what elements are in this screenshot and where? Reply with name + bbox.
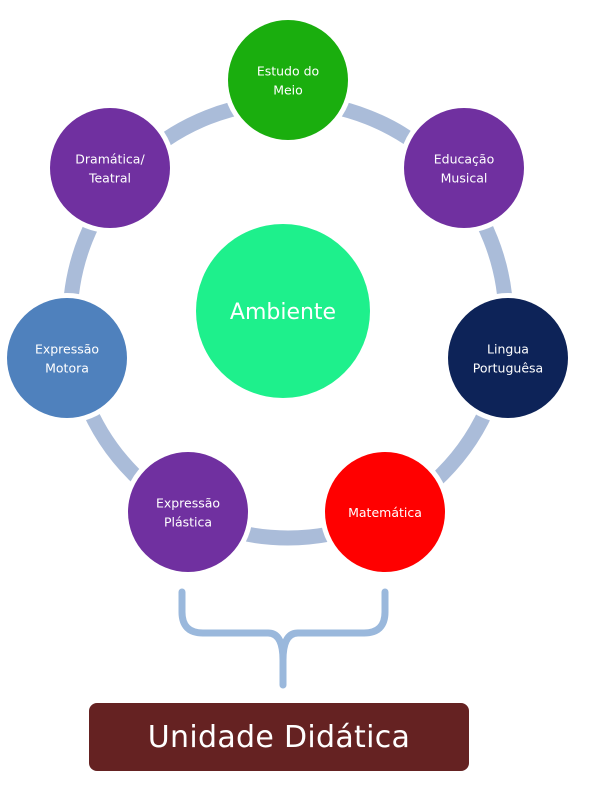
node-dramatica-teatral: Dramática/Teatral: [45, 103, 175, 233]
node-label: Teatral: [88, 171, 131, 186]
node-label: Expressão: [35, 342, 99, 357]
node-label: Plástica: [164, 515, 212, 530]
node-circle: [7, 298, 127, 418]
node-circle: [448, 298, 568, 418]
node-label: Motora: [45, 361, 89, 376]
node-label: Educação: [434, 152, 494, 167]
node-label: Musical: [441, 171, 488, 186]
node-label: Lingua: [487, 342, 529, 357]
node-label: Dramática/: [75, 152, 145, 167]
node-label: Portuguêsa: [473, 361, 543, 376]
node-circle: [404, 108, 524, 228]
footer-label: Unidade Didática: [147, 719, 411, 755]
node-label: Expressão: [156, 496, 220, 511]
center-node-label: Ambiente: [230, 300, 336, 325]
node-label: Meio: [273, 83, 303, 98]
node-circle: [50, 108, 170, 228]
node-label: Estudo do: [257, 64, 319, 79]
node-circle: [128, 452, 248, 572]
center-node: Ambiente: [196, 224, 370, 398]
node-matematica: Matemática: [320, 447, 450, 577]
unidade-didatica-banner: Unidade Didática: [89, 703, 469, 771]
node-label: Matemática: [348, 505, 422, 520]
node-circle: [228, 20, 348, 140]
node-estudo-do-meio: Estudo do Meio: [223, 15, 353, 145]
node-circle: [325, 452, 445, 572]
curly-brace-connector: [178, 588, 389, 689]
